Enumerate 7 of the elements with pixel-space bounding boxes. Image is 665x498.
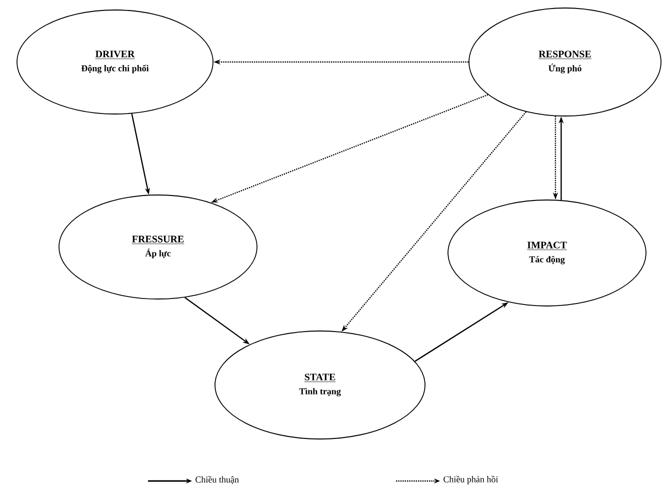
ellipse-node: DRIVER Động lực chi phối <box>16 10 214 114</box>
legend-item: Chiều phản hồi <box>396 476 498 484</box>
ellipse-node: RESPONSE Ứng phó <box>468 8 662 116</box>
ellipse-node: FRESSURE Áp lực <box>58 194 258 300</box>
legend-item: Chiều thuận <box>148 476 239 484</box>
ellipse-node: IMPACT Tác động <box>448 200 646 306</box>
ellipse-node: STATE Tình trạng <box>214 330 426 440</box>
